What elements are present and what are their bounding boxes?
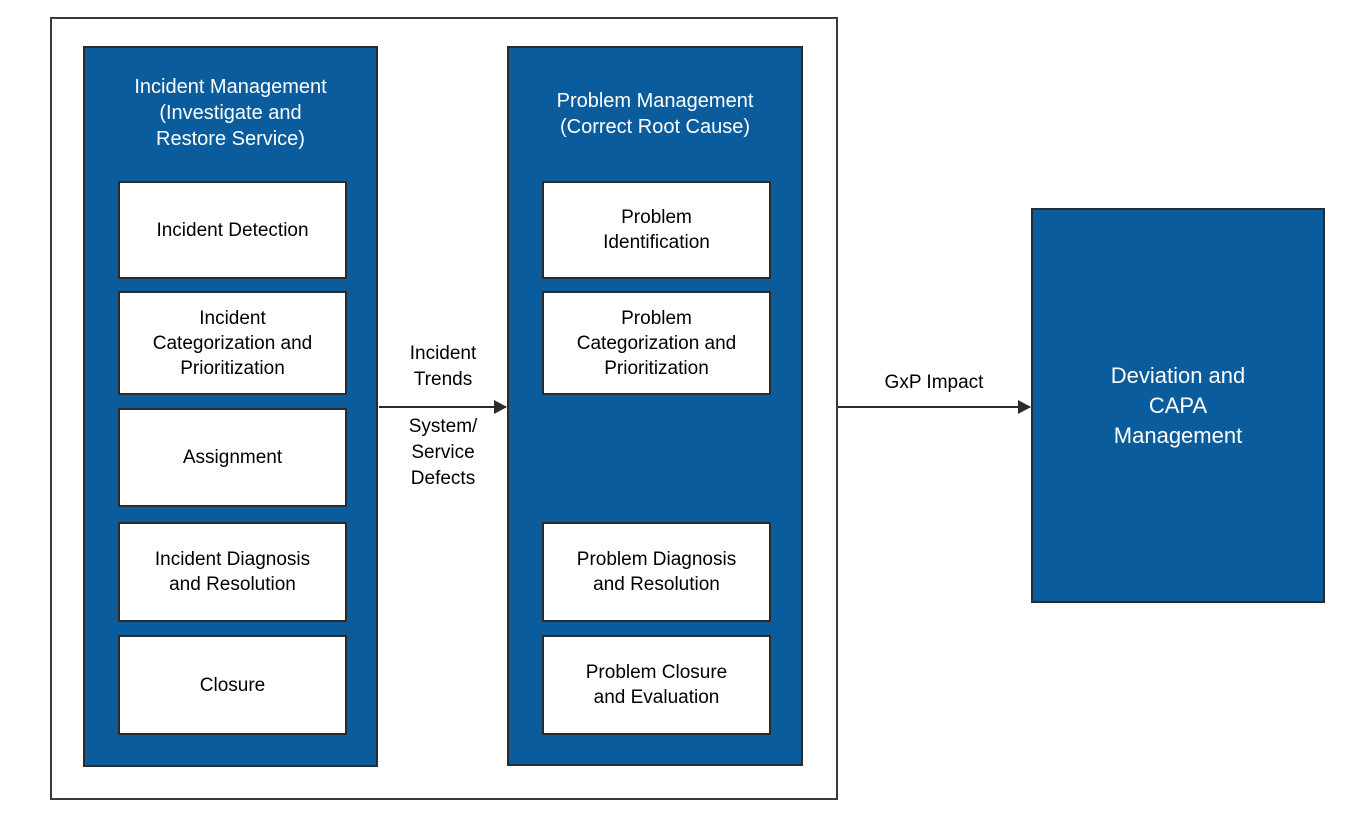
step-assignment[interactable]: Assignment bbox=[118, 408, 347, 507]
step-problem-diagnosis-and-resolution[interactable]: Problem Diagnosis and Resolution bbox=[542, 522, 771, 622]
arrow-incident-to-problem bbox=[379, 400, 507, 414]
step-problem-categorization[interactable]: Problem Categorization and Prioritizatio… bbox=[542, 291, 771, 395]
panel-incident-management-title: Incident Management (Investigate and Res… bbox=[134, 76, 327, 150]
edge-label-gxp-impact: GxP Impact bbox=[884, 372, 984, 393]
panel-problem-management[interactable]: Problem Management (Correct Root Cause) … bbox=[507, 46, 803, 766]
panel-incident-management[interactable]: Incident Management (Investigate and Res… bbox=[83, 46, 378, 767]
step-incident-categorization[interactable]: Incident Categorization and Prioritizati… bbox=[118, 291, 347, 395]
step-problem-identification[interactable]: Problem Identification bbox=[542, 181, 771, 279]
edge-label-incident-trends: Incident Trends bbox=[409, 343, 477, 390]
panel-problem-management-title: Problem Management (Correct Root Cause) bbox=[556, 90, 754, 138]
step-closure[interactable]: Closure bbox=[118, 635, 347, 735]
step-incident-detection[interactable]: Incident Detection bbox=[118, 181, 347, 279]
edge-label-system-service-defects: System/ Service Defects bbox=[408, 416, 478, 489]
arrow-problem-to-deviation bbox=[838, 400, 1031, 414]
step-incident-diagnosis-and-resolution[interactable]: Incident Diagnosis and Resolution bbox=[118, 522, 347, 622]
box-deviation-and-capa-management[interactable]: Deviation and CAPA Management bbox=[1031, 208, 1325, 603]
step-problem-closure-and-evaluation[interactable]: Problem Closure and Evaluation bbox=[542, 635, 771, 735]
